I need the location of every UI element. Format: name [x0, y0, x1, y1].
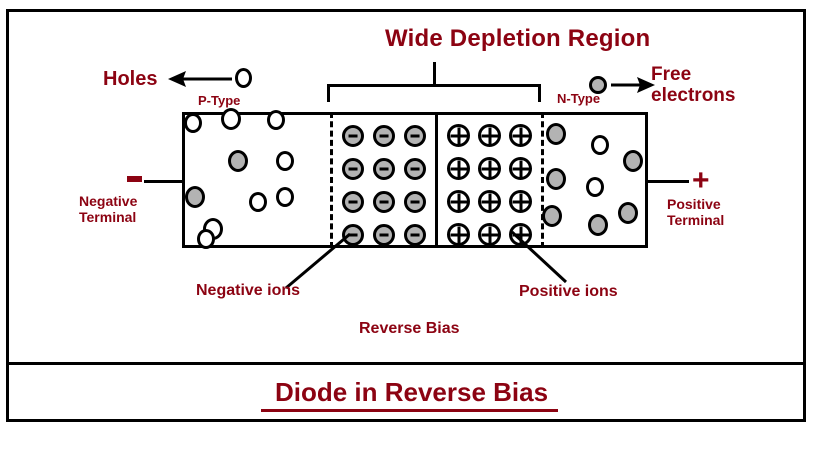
electron-carrier — [185, 186, 205, 208]
positive-ions-leader-line — [510, 230, 568, 284]
holes-arrow-icon — [168, 71, 232, 87]
hole-carrier — [591, 135, 609, 155]
electron-carrier — [546, 168, 566, 190]
depletion-bracket-right-leg — [538, 84, 541, 102]
depletion-bracket-stem — [433, 62, 436, 85]
negative-ion — [342, 191, 364, 213]
positive-ion — [447, 223, 470, 246]
hole-carrier — [249, 192, 267, 212]
depletion-region-heading: Wide Depletion Region — [385, 25, 651, 52]
positive-ion — [478, 157, 501, 180]
figure-border — [6, 9, 806, 422]
electron-carrier — [542, 205, 562, 227]
electron-carrier — [618, 202, 638, 224]
electron-carrier — [546, 123, 566, 145]
holes-label: Holes — [103, 68, 158, 90]
hole-carrier — [276, 151, 294, 171]
negative-terminal-label: Negative Terminal — [79, 193, 138, 225]
positive-ion — [478, 124, 501, 147]
negative-terminal-lead — [144, 180, 184, 183]
positive-ion — [447, 157, 470, 180]
p-type-label: P-Type — [198, 93, 241, 108]
caption-divider — [6, 362, 806, 365]
negative-ion — [404, 191, 426, 213]
reverse-bias-label: Reverse Bias — [359, 320, 460, 337]
hole-carrier — [267, 110, 285, 130]
free-electrons-arrow-icon — [611, 77, 655, 93]
positive-terminal-label: Positive Terminal — [667, 196, 725, 228]
free-electrons-label: Free electrons — [651, 64, 736, 107]
negative-ion — [342, 224, 364, 246]
positive-ion — [509, 157, 532, 180]
positive-ion — [447, 124, 470, 147]
negative-ion — [404, 158, 426, 180]
negative-ion — [373, 191, 395, 213]
hole-carrier — [197, 229, 215, 249]
hole-carrier — [586, 177, 604, 197]
n-type-label: N-Type — [557, 91, 601, 106]
positive-ion — [509, 223, 532, 246]
negative-ion — [342, 158, 364, 180]
positive-terminal-lead — [647, 180, 689, 183]
figure-caption-text: Diode in Reverse Bias — [260, 377, 559, 412]
depletion-bracket-left-leg — [327, 84, 330, 102]
electron-carrier — [228, 150, 248, 172]
hole-carrier — [276, 187, 294, 207]
figure-caption: Diode in Reverse Bias — [0, 377, 819, 412]
negative-ion — [404, 224, 426, 246]
free-electron-legend-circle — [589, 76, 607, 94]
negative-ion — [342, 125, 364, 147]
electron-carrier — [623, 150, 643, 172]
electron-carrier — [588, 214, 608, 236]
hole-carrier — [184, 113, 202, 133]
positive-ion — [478, 190, 501, 213]
negative-ion — [373, 125, 395, 147]
depletion-bracket-span — [327, 84, 541, 87]
positive-ion — [509, 124, 532, 147]
depletion-right-boundary — [541, 112, 544, 248]
hole-carrier — [221, 108, 241, 130]
positive-ion — [447, 190, 470, 213]
pn-junction-line — [435, 112, 438, 248]
plus-sign-icon: + — [692, 164, 710, 197]
negative-ion — [373, 224, 395, 246]
depletion-left-boundary — [330, 112, 333, 248]
positive-ion — [478, 223, 501, 246]
negative-ions-label: Negative ions — [196, 282, 301, 299]
hole-legend-circle — [235, 68, 252, 88]
positive-ions-label: Positive ions — [519, 283, 618, 300]
negative-ion — [373, 158, 395, 180]
minus-sign-icon — [127, 176, 142, 182]
positive-ion — [509, 190, 532, 213]
negative-ions-leader-line — [285, 232, 351, 290]
negative-ion — [404, 125, 426, 147]
